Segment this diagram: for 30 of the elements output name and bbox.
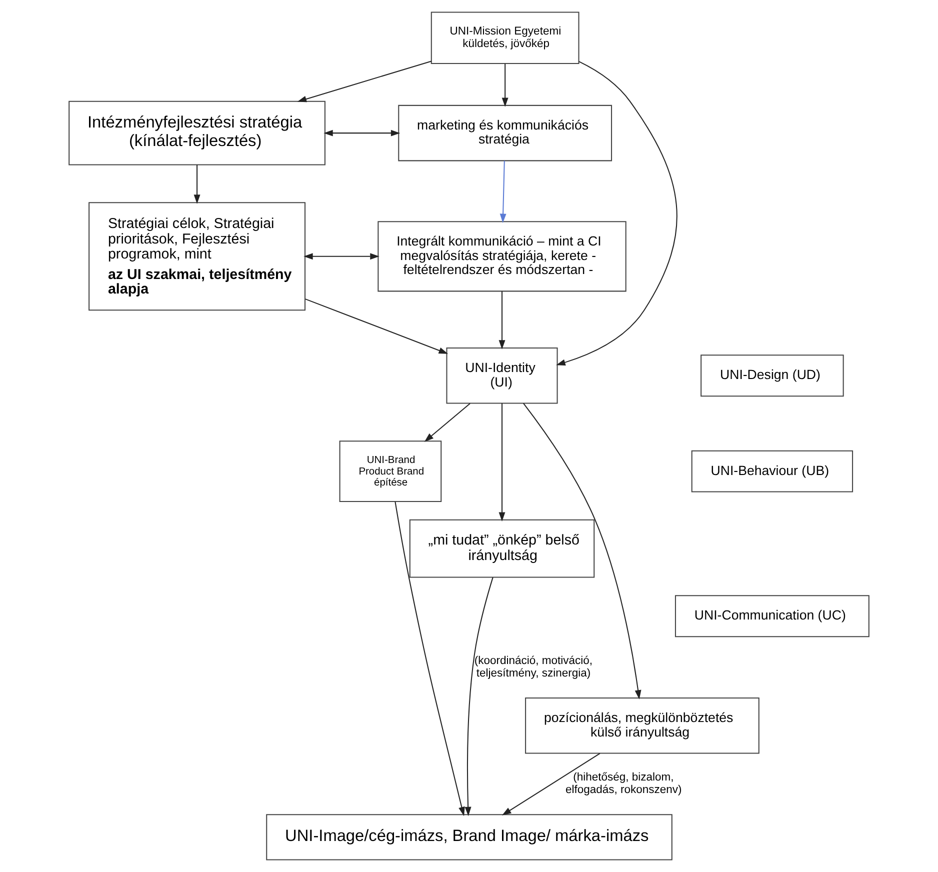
- node-box: „mi tudat” „önkép” belső irányultság: [409, 519, 595, 578]
- arrow: [502, 753, 600, 816]
- node-box: UNI-Communication (UC): [674, 595, 870, 638]
- arrow: [305, 298, 448, 354]
- edge-label: (hihetőség, bizalom, elfogadás, rokonszenv): [565, 772, 682, 796]
- node-box: UNI-Image/cég-imázs, Brand Image/ márka-imázs: [266, 814, 672, 860]
- arrow: [464, 577, 494, 816]
- arrow: [498, 403, 506, 522]
- node-box: pozícionálás, megkülönböztetés külső irányultság: [525, 697, 760, 754]
- arrow: [498, 291, 506, 350]
- arrow: [194, 165, 200, 204]
- arrow: [297, 60, 432, 102]
- node-box: marketing és kommunikációs stratégia: [398, 104, 612, 162]
- node-box: UNI-Behaviour (UB): [691, 450, 854, 492]
- node-box: UNI-Brand Product Brand építése: [339, 440, 442, 502]
- node-box: Intézményfejlesztési stratégia (kínálat-fejlesztés): [68, 100, 326, 166]
- node-box: Integrált kommunikáció – mint a CI megvalósítás stratégiája, kerete - feltételrendszer és módszertan -: [378, 221, 626, 292]
- arrow: [502, 64, 508, 107]
- node-box: UNI-Design (UD): [700, 354, 844, 397]
- edge-label: (koordináció, motiváció, teljesítmény, szinergia): [474, 655, 593, 680]
- node-box: Stratégiai célok, Stratégiai prioritások, Fejlesztési programok, mint az UI szakmai, teljesítmény alapja: [88, 202, 306, 311]
- arrow: [424, 403, 470, 442]
- arrow: [556, 61, 678, 366]
- arrow: [523, 402, 642, 700]
- arrow: [324, 130, 400, 136]
- arrow: [304, 253, 380, 260]
- arrow: [500, 160, 506, 223]
- arrow: [394, 502, 465, 816]
- node-box: UNI-Identity (UI): [446, 347, 558, 404]
- node-box: UNI-Mission Egyetemi küldetés, jövőkép: [430, 12, 580, 64]
